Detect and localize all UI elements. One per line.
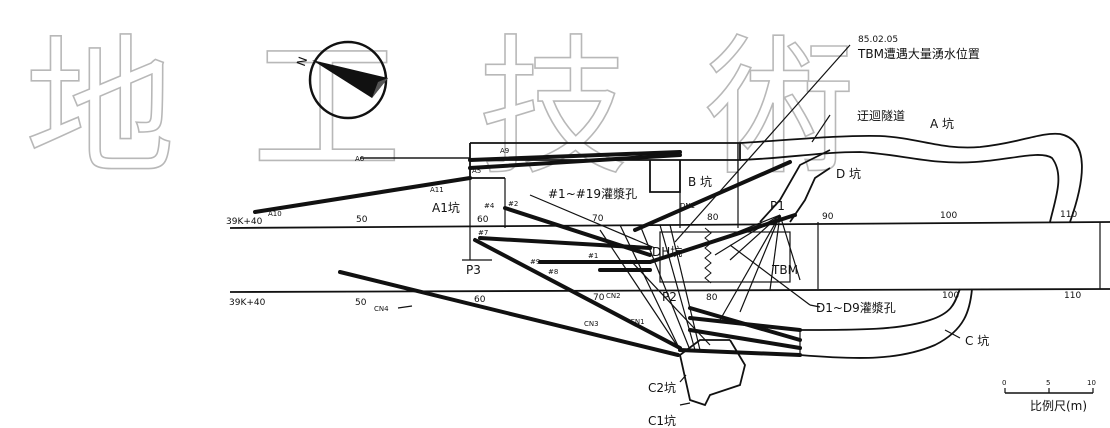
hole-label-a10: A10 <box>268 210 282 218</box>
chainage-upper-80: 80 <box>707 213 719 223</box>
label-c1-shaft: C1坑 <box>648 413 676 428</box>
label-holes-1-19: #1~#19灌漿孔 <box>548 186 637 201</box>
watermark-text: 地 工 技 術 <box>25 22 855 196</box>
hole-label-cn1: CN1 <box>630 318 645 326</box>
scale-tick-0: 0 <box>1002 379 1006 387</box>
chainage-lower-110: 110 <box>1064 291 1081 301</box>
tbm-zigzag <box>704 227 712 284</box>
chainage-lower-70: 70 <box>593 293 605 303</box>
scale-tick-5: 5 <box>1046 379 1050 387</box>
hole-label-cn4: CN4 <box>374 305 389 313</box>
hole-label-h4: #4 <box>484 202 495 210</box>
chainage-lower-80: 80 <box>706 293 718 303</box>
scale-tick-10: 10 <box>1087 379 1096 387</box>
label-a-shaft: A 坑 <box>930 116 954 131</box>
hole-label-a11: A11 <box>430 186 444 194</box>
hole-label-dn1: DN1 <box>680 202 695 210</box>
scale-bar: 0 5 10 比例尺(m) <box>1002 379 1096 413</box>
hole-label-cn2: CN2 <box>606 292 621 300</box>
chainage-lower-60: 60 <box>474 295 486 305</box>
label-c-shaft: C 坑 <box>965 333 989 348</box>
label-p2: P2 <box>662 290 677 304</box>
chainage-lower-100: 100 <box>942 291 959 301</box>
label-tbm: TBM <box>771 263 798 277</box>
hole-label-h1: #1 <box>588 252 598 260</box>
label-b-shaft: B 坑 <box>688 174 712 189</box>
label-a1-shaft: A1坑 <box>432 200 460 215</box>
hole-label-a5: A5 <box>472 167 481 175</box>
scale-title: 比例尺(m) <box>1030 399 1087 413</box>
c-shaft <box>799 288 973 359</box>
chainage-lower-50: 50 <box>355 298 367 308</box>
label-p3: P3 <box>466 263 481 277</box>
chainage-upper-start: 39K+40 <box>226 217 263 227</box>
chainage-upper-60: 60 <box>477 215 489 225</box>
label-holes-d1-d9: D1~D9灌漿孔 <box>816 300 896 315</box>
hole-label-a6: A6 <box>355 155 365 163</box>
label-bypass-tunnel: 迂迴隧道 <box>857 108 905 123</box>
hole-label-cn3: CN3 <box>584 320 599 328</box>
hole-label-h8: #8 <box>548 268 558 276</box>
label-p1: P1 <box>770 199 785 213</box>
chainage-lower-start: 39K+40 <box>229 298 266 308</box>
chainage-upper-90: 90 <box>822 212 834 222</box>
label-d-shaft: D 坑 <box>836 166 861 181</box>
annotation-tbm-water: TBM遭遇大量湧水位置 <box>857 46 980 61</box>
chainage-upper-100: 100 <box>940 211 957 221</box>
chainage-upper-50: 50 <box>356 215 368 225</box>
hole-label-h7: #7 <box>478 229 488 237</box>
label-c2-shaft: C2坑 <box>648 380 676 395</box>
chainage-upper-70: 70 <box>592 214 604 224</box>
north-arrow-icon: N <box>294 40 388 120</box>
hole-label-h9: #9 <box>530 258 540 266</box>
annotation-date: 85.02.05 <box>858 35 898 45</box>
leader-lines <box>397 44 961 406</box>
hole-label-a9: A9 <box>500 147 509 155</box>
chainage-upper-110: 110 <box>1060 210 1077 220</box>
hole-label-h2: #2 <box>508 200 518 208</box>
grout-holes-thin <box>360 157 801 351</box>
d-shaft <box>759 149 831 223</box>
label-dh-shaft: DH坑 <box>652 244 682 259</box>
